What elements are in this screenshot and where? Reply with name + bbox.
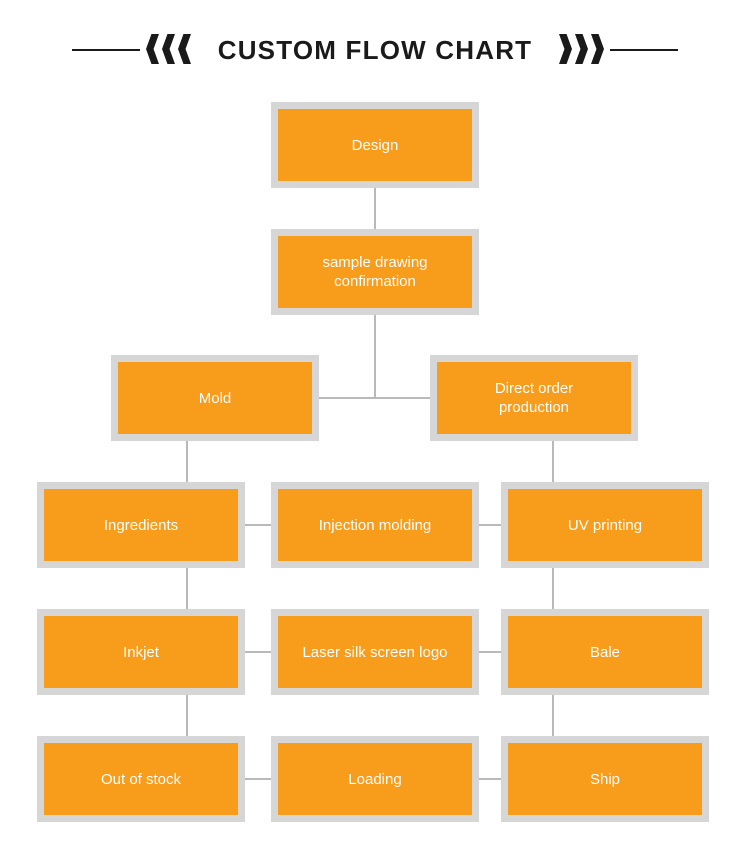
node-label: Direct order production [494, 380, 574, 416]
node-ingredients[interactable]: Ingredients [37, 482, 245, 568]
connector-bale-ship [552, 695, 554, 736]
node-label: Out of stock [100, 770, 182, 788]
connector-inkjet-outofstock [186, 695, 188, 736]
node-laser-silk-screen-logo[interactable]: Laser silk screen logo [271, 609, 479, 695]
header-rule-right [610, 49, 678, 51]
node-out-of-stock[interactable]: Out of stock [37, 736, 245, 822]
connector-branch-bus [215, 397, 535, 399]
connector-ingredients-inkjet [186, 568, 188, 609]
connector-mold-down [186, 441, 188, 482]
connector-sample-down [374, 315, 376, 398]
node-sample-drawing-confirmation[interactable]: sample drawing confirmation [271, 229, 479, 315]
node-label: Mold [198, 389, 232, 407]
node-label: Laser silk screen logo [302, 643, 448, 661]
connector-inkjet-laser [245, 651, 271, 653]
header-rule-left [72, 49, 140, 51]
connector-outofstock-loading [245, 778, 271, 780]
connector-design-sample [374, 188, 376, 229]
connector-loading-ship [479, 778, 501, 780]
chevron-right-icon [559, 34, 604, 64]
node-label: sample drawing confirmation [322, 254, 428, 290]
node-ship[interactable]: Ship [501, 736, 709, 822]
node-mold[interactable]: Mold [111, 355, 319, 441]
connector-injection-uv [479, 524, 501, 526]
node-label: Injection molding [318, 516, 432, 534]
node-label: UV printing [567, 516, 643, 534]
page-title: CUSTOM FLOW CHART [217, 35, 533, 65]
node-label: Ship [589, 770, 621, 788]
connector-uv-bale [552, 568, 554, 609]
node-design[interactable]: Design [271, 102, 479, 188]
chevron-left-icon [146, 34, 191, 64]
node-label: Ingredients [103, 516, 179, 534]
connector-direct-uv [552, 441, 554, 482]
node-uv-printing[interactable]: UV printing [501, 482, 709, 568]
node-loading[interactable]: Loading [271, 736, 479, 822]
node-label: Loading [348, 770, 402, 788]
node-bale[interactable]: Bale [501, 609, 709, 695]
node-inkjet[interactable]: Inkjet [37, 609, 245, 695]
node-injection-molding[interactable]: Injection molding [271, 482, 479, 568]
node-direct-order-production[interactable]: Direct order production [430, 355, 638, 441]
node-label: Bale [589, 643, 621, 661]
chart-header: CUSTOM FLOW CHART [0, 22, 750, 78]
connector-laser-bale [479, 651, 501, 653]
node-label: Inkjet [123, 643, 159, 661]
node-label: Design [351, 136, 399, 154]
connector-ingredients-injection [245, 524, 271, 526]
